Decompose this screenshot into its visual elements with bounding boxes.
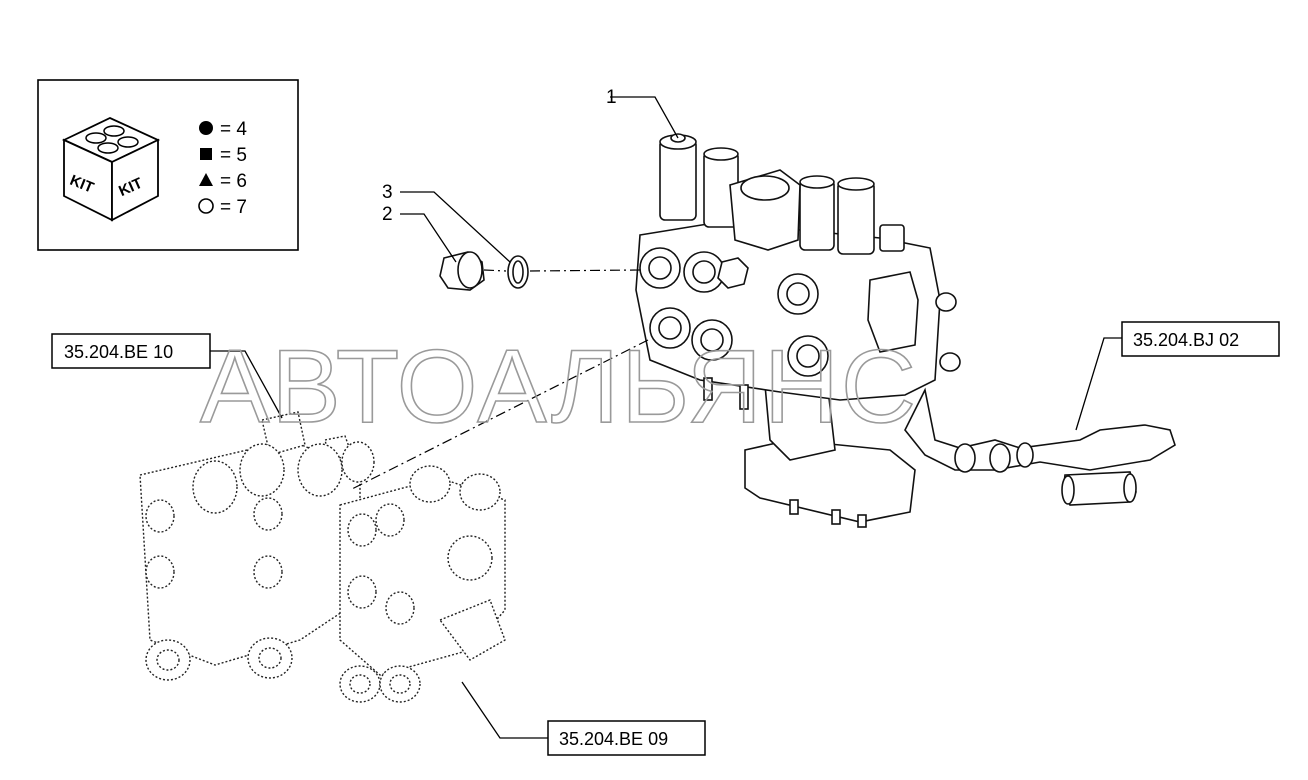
assembly-axis [483,269,507,272]
legend-item-text: = 5 [220,145,247,166]
filled-square-icon [200,148,212,160]
leader-line-ref-be10 [210,350,283,419]
ghost-valve-assembly [139,411,506,703]
main-control-valve [635,133,1176,528]
callout-number-1: 1 [606,87,617,108]
assembly-axis [349,339,649,491]
reference-code: 35.204.BE 10 [64,342,173,362]
reference-box-be10[interactable]: 35.204.BE 10 [51,333,211,369]
kit-legend: KIT KIT = 4 = 5 = 6 = 7 [37,79,299,251]
legend-item-text: = 7 [220,197,247,218]
leader-line-2 [400,213,457,263]
kit-box-icon: KIT KIT [61,117,161,222]
leader-line-3 [400,191,511,263]
reference-box-be09[interactable]: 35.204.BE 09 [547,720,706,756]
legend-item-text: = 4 [220,119,247,140]
leader-line-1 [610,96,679,139]
reference-code: 35.204.BJ 02 [1133,330,1239,350]
callout-number-2: 2 [382,204,393,225]
plug-and-seal [439,251,529,291]
filled-triangle-icon [199,173,213,186]
leader-line-ref-be09 [461,681,548,739]
valve-ports [639,247,829,377]
filled-circle-icon [199,121,213,135]
leader-line-ref-bj02 [1075,337,1122,431]
watermark-text: АВТОАЛЬЯНС [200,329,918,445]
reference-code: 35.204.BE 09 [559,729,668,749]
solenoid-coils [659,133,875,255]
assembly-axis [529,269,641,272]
legend-item-text: = 6 [220,171,247,192]
reference-box-bj02[interactable]: 35.204.BJ 02 [1121,321,1280,357]
open-circle-icon [198,198,214,214]
callout-number-3: 3 [382,182,393,203]
